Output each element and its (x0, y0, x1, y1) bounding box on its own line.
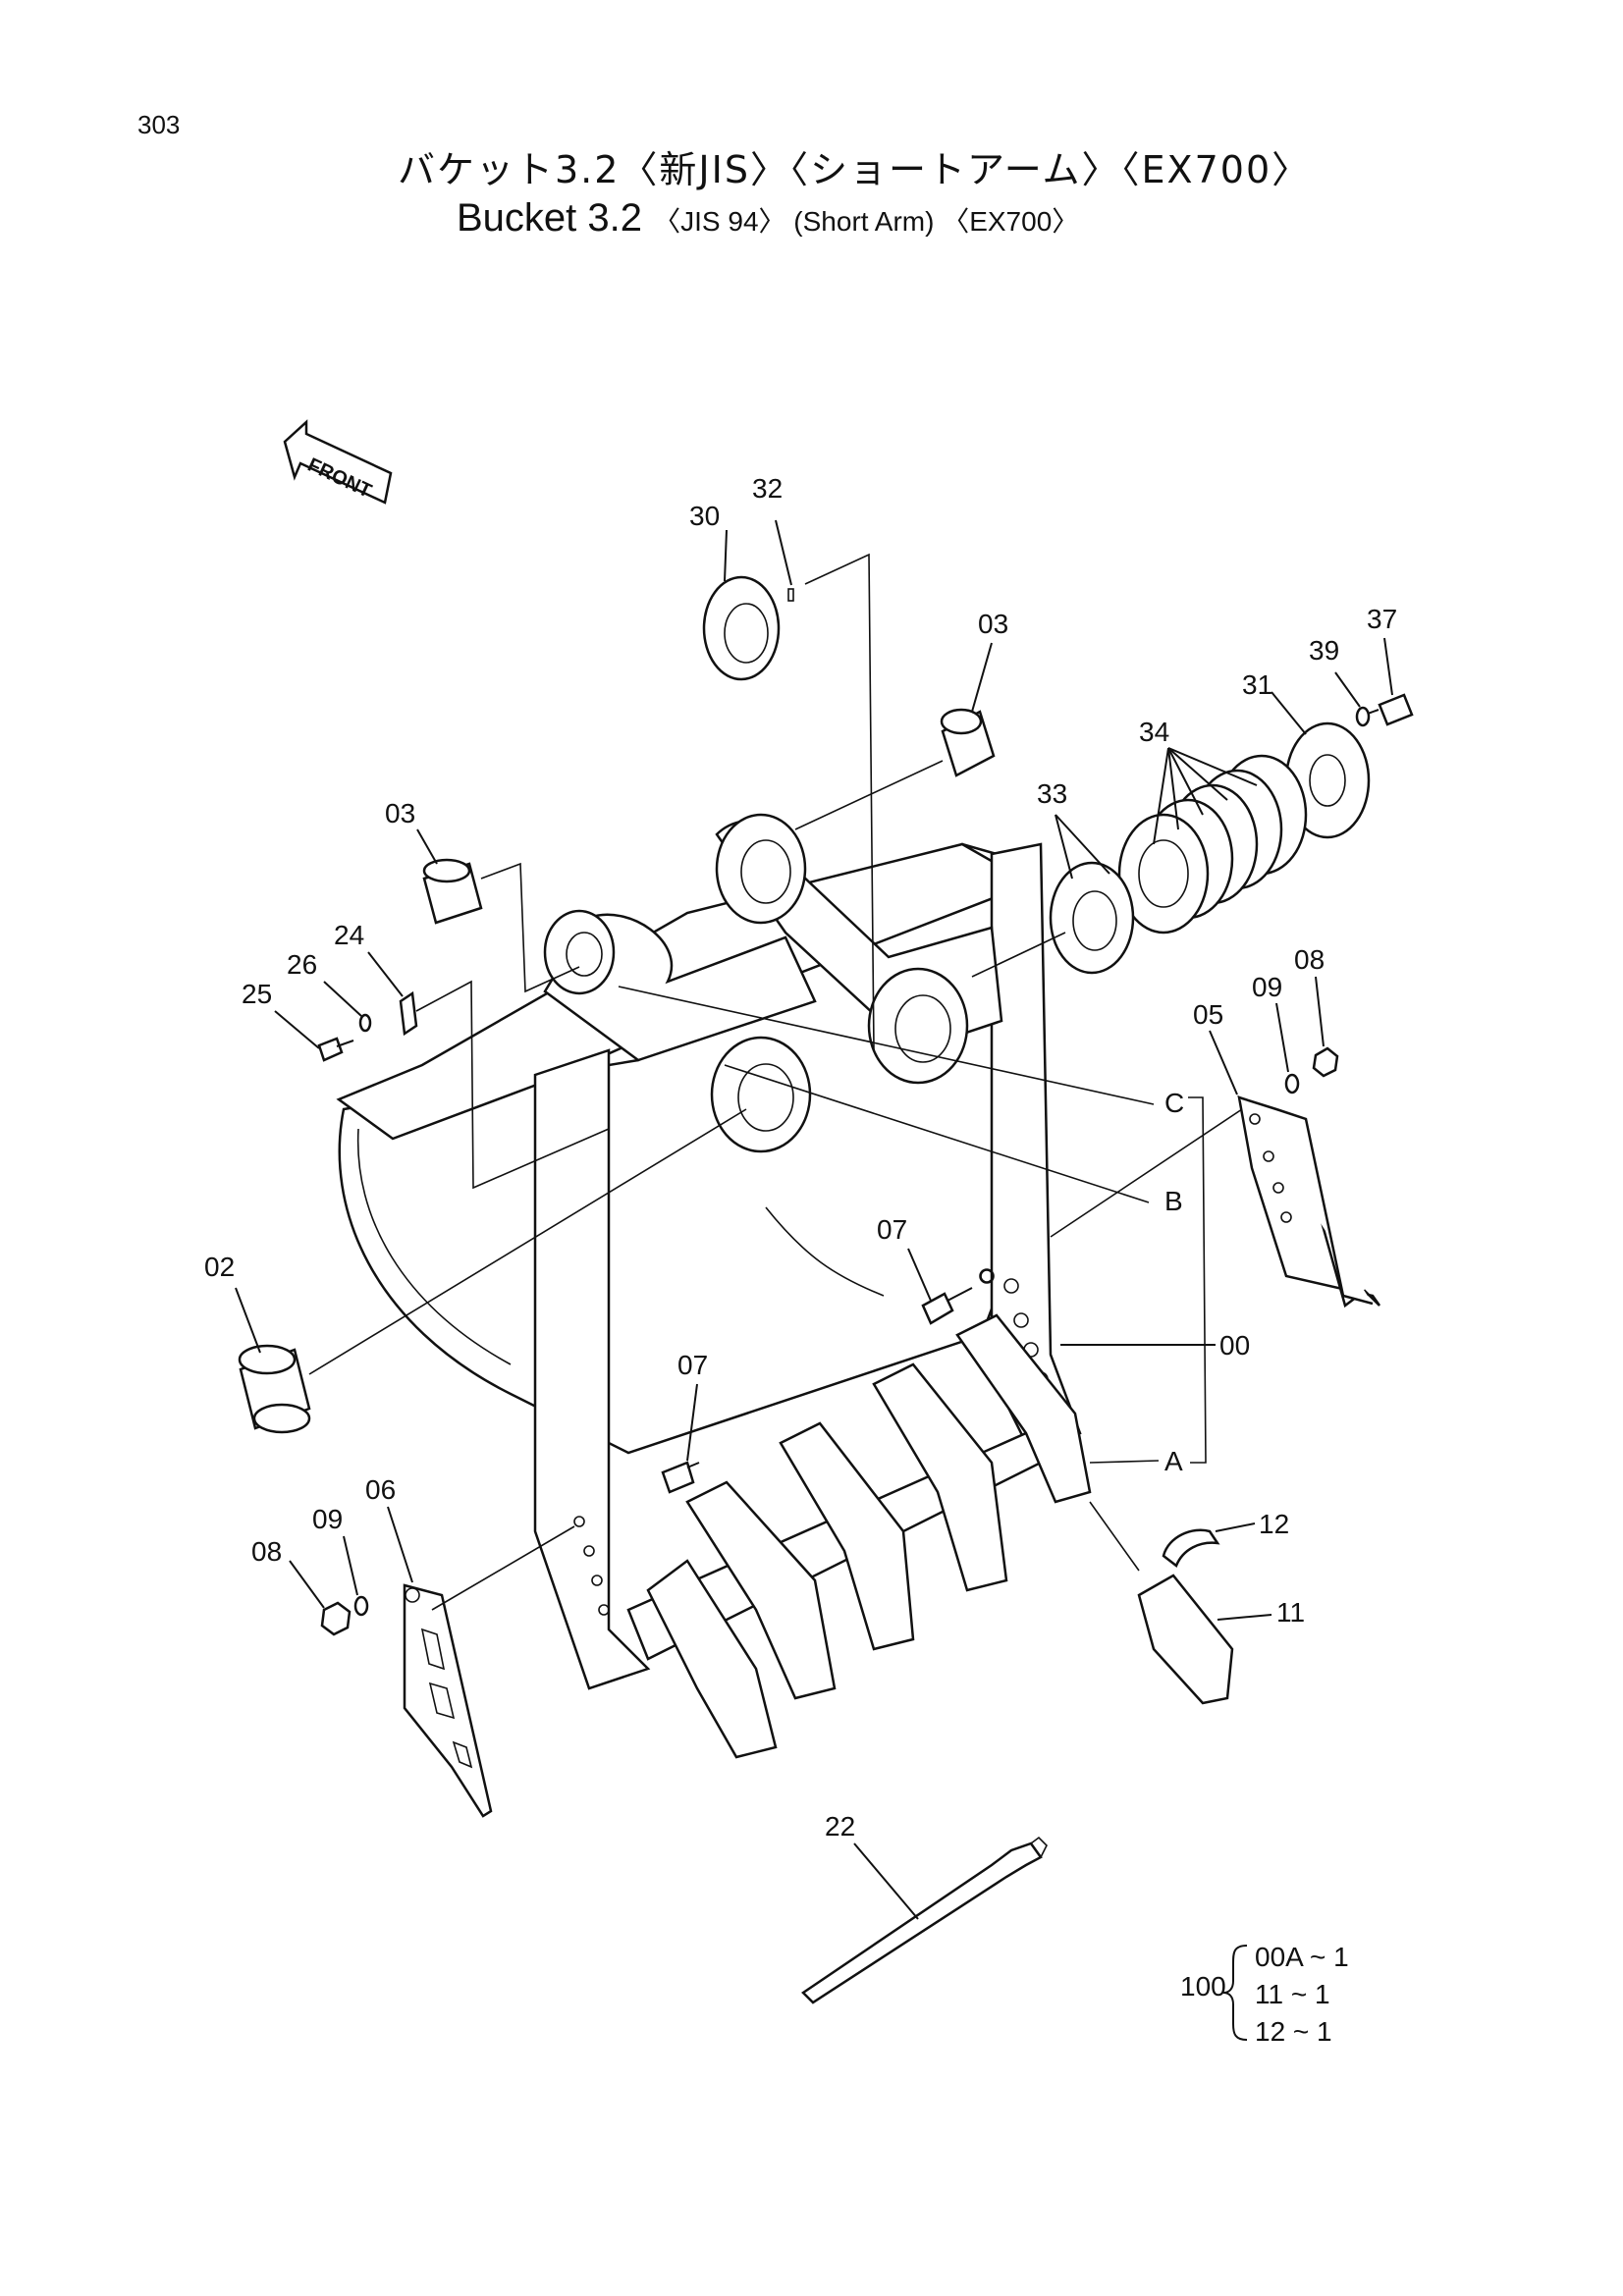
part-02: 02 (204, 1108, 747, 1434)
callout-00: 00 (1219, 1330, 1250, 1361)
callout-08-left: 08 (251, 1536, 282, 1567)
callout-02: 02 (204, 1252, 235, 1282)
part-07-lower: 07 (661, 1350, 708, 1494)
kit-item-1: 00A ~ 1 (1255, 1942, 1349, 1972)
tooth-2 (685, 1480, 837, 1700)
callout-09-right: 09 (1252, 972, 1282, 1002)
callout-32: 32 (752, 473, 783, 504)
callout-31: 31 (1242, 669, 1272, 700)
part-26: 26 (287, 949, 372, 1033)
callout-05: 05 (1193, 999, 1223, 1030)
part-05: 05 (1050, 999, 1381, 1308)
title-english-qualifiers: 〈JIS 94〉 (Short Arm) 〈EX700〉 (653, 206, 1080, 237)
part-06: 06 (365, 1474, 575, 1818)
part-00: 00 (1060, 1330, 1250, 1361)
callout-11: 11 (1276, 1597, 1305, 1628)
part-09-right: 09 (1252, 972, 1300, 1095)
part-11: 11 (1089, 1501, 1305, 1705)
tooth-1 (646, 1559, 778, 1759)
callout-34: 34 (1139, 717, 1169, 747)
pin-bosses (543, 813, 1003, 1153)
part-03-upper: 03 (794, 609, 1008, 830)
callout-39: 39 (1309, 635, 1339, 666)
title-english: Bucket 3.2 〈JIS 94〉 (Short Arm) 〈EX700〉 (457, 196, 1079, 240)
callout-30: 30 (689, 501, 720, 531)
tooth-3 (779, 1421, 915, 1651)
kit-100: 100 00A ~ 1 11 ~ 1 12 ~ 1 (1180, 1942, 1349, 2047)
part-08-left: 08 (251, 1536, 352, 1636)
page-number: 303 (137, 110, 181, 139)
part-07-upper: 07 (877, 1214, 994, 1325)
part-12: 12 (1162, 1509, 1289, 1568)
part-08-right: 08 (1294, 944, 1339, 1078)
kit-item-2: 11 ~ 1 (1255, 1979, 1330, 2009)
part-09-left: 09 (312, 1504, 369, 1617)
part-37: 37 (1364, 604, 1414, 726)
title-japanese: バケット3.2〈新JIS〉〈ショートアーム〉〈EX700〉 (398, 148, 1312, 191)
kit-number: 100 (1180, 1971, 1226, 2002)
reference-lines: C B A (618, 986, 1207, 1476)
part-24: 24 (334, 920, 610, 1190)
part-33: 33 (971, 778, 1135, 978)
part-34: 34 (1117, 717, 1308, 934)
callout-37: 37 (1367, 604, 1397, 634)
callout-25: 25 (242, 979, 272, 1009)
tooth-5 (955, 1313, 1092, 1504)
part-30: 30 (689, 501, 781, 681)
front-arrow-icon: FRONT (283, 419, 393, 505)
part-03-left: 03 (385, 798, 580, 993)
bucket-teeth (646, 1313, 1092, 1759)
title-english-main: Bucket 3.2 (457, 196, 643, 240)
tooth-4 (872, 1362, 1008, 1592)
callout-03-left: 03 (385, 798, 415, 828)
callout-09-left: 09 (312, 1504, 343, 1534)
ref-label-c: C (1164, 1088, 1184, 1118)
callout-03-upper: 03 (978, 609, 1008, 639)
part-25: 25 (242, 979, 354, 1062)
ref-label-a: A (1164, 1446, 1183, 1476)
callout-26: 26 (287, 949, 317, 980)
callout-07-upper: 07 (877, 1214, 907, 1245)
ref-label-b: B (1164, 1186, 1183, 1216)
callout-12: 12 (1259, 1509, 1289, 1539)
callout-08-right: 08 (1294, 944, 1325, 975)
callout-07-lower: 07 (677, 1350, 708, 1380)
kit-item-3: 12 ~ 1 (1255, 2016, 1332, 2047)
part-39: 39 (1309, 635, 1371, 727)
callout-24: 24 (334, 920, 364, 950)
part-32: 32 (752, 473, 875, 1051)
callout-22: 22 (825, 1811, 855, 1842)
part-22: 22 (801, 1811, 1048, 2004)
callout-06: 06 (365, 1474, 396, 1505)
callout-33: 33 (1037, 778, 1067, 809)
